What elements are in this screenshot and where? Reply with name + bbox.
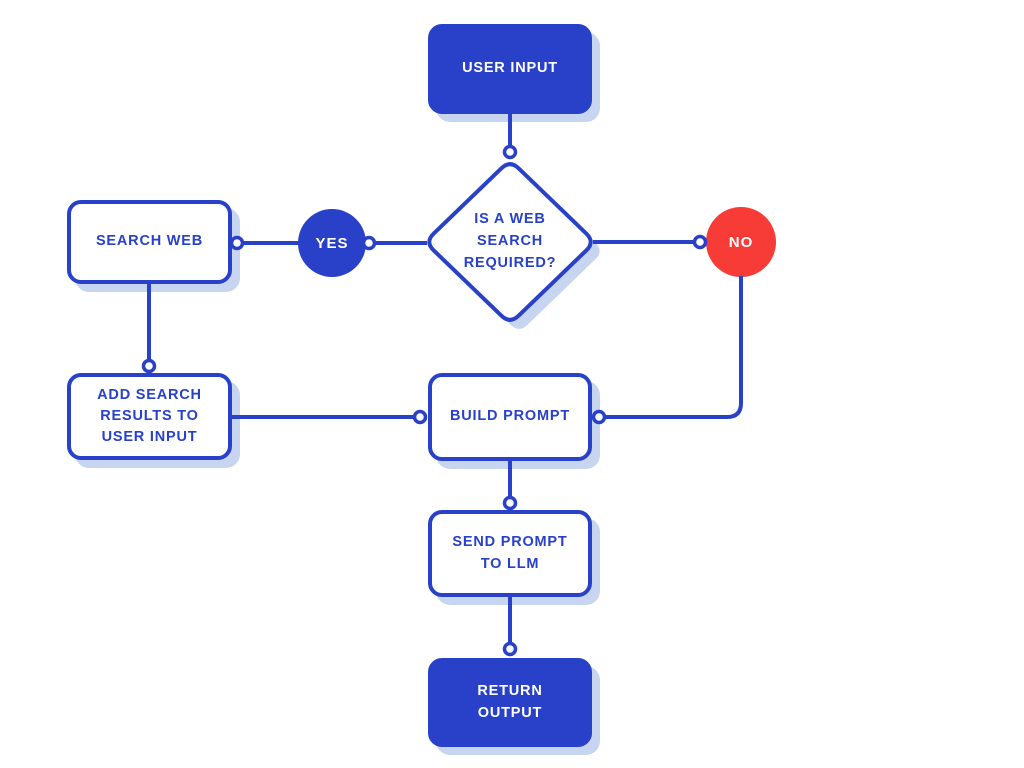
connector-endpoint-dot xyxy=(141,358,157,374)
branch-yes-circle: YES xyxy=(298,209,366,277)
node-add-search-results-label: ADD SEARCH RESULTS TO USER INPUT xyxy=(97,386,202,445)
node-decision-label: IS A WEB SEARCH REQUIRED? xyxy=(463,211,557,271)
branch-yes-label: YES xyxy=(315,234,349,252)
node-user-input-label: USER INPUT xyxy=(462,60,558,77)
node-send-prompt-to-llm-label: SEND PROMPT TO LLM xyxy=(452,534,568,572)
node-search-web: SEARCH WEB xyxy=(67,200,232,284)
connector-endpoint-dot xyxy=(502,641,518,657)
node-build-prompt: BUILD PROMPT xyxy=(428,373,592,461)
connector-endpoint-dot xyxy=(502,495,518,511)
connector-no-to-build-prompt xyxy=(599,276,743,419)
connector-endpoint-dot xyxy=(591,409,607,425)
connector-endpoint-dot xyxy=(692,234,708,250)
connector-endpoint-dot xyxy=(229,235,245,251)
node-return-output-label: RETURN OUTPUT xyxy=(477,683,543,721)
branch-no-circle: NO xyxy=(706,207,776,277)
branch-no-label: NO xyxy=(728,233,754,251)
connector-endpoint-dot xyxy=(502,144,518,160)
connector-endpoint-dot xyxy=(412,409,428,425)
node-decision: IS A WEB SEARCH REQUIRED? xyxy=(435,160,585,324)
node-user-input: USER INPUT xyxy=(428,24,592,114)
node-add-search-results: ADD SEARCH RESULTS TO USER INPUT xyxy=(67,373,232,460)
decision-diamond-shadow xyxy=(438,173,600,329)
node-return-output: RETURN OUTPUT xyxy=(428,658,592,747)
decision-diamond xyxy=(427,162,593,322)
node-search-web-label: SEARCH WEB xyxy=(95,233,204,250)
node-build-prompt-label: BUILD PROMPT xyxy=(450,408,570,425)
node-send-prompt-to-llm: SEND PROMPT TO LLM xyxy=(428,510,592,597)
